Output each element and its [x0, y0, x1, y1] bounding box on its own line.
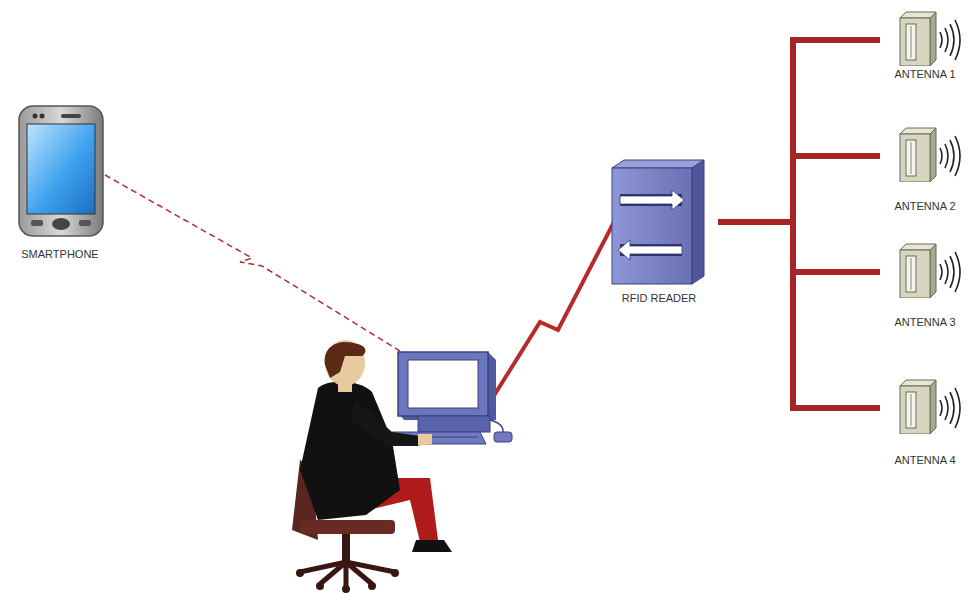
antenna-node: ANTENNA 1: [880, 10, 970, 80]
phone-icon: [7, 102, 113, 242]
antenna-cable: [718, 222, 880, 272]
antenna-icon: [896, 10, 970, 66]
node-label: ANTENNA 1: [860, 68, 970, 80]
antenna-icon: [896, 242, 970, 298]
reader-icon: [606, 158, 714, 286]
antenna-icon: [896, 126, 970, 182]
antenna-cable: [718, 222, 880, 408]
node-label: SMARTPHONE: [0, 248, 135, 260]
antenna-icon: [896, 378, 970, 434]
antenna-node: ANTENNA 3: [880, 242, 970, 328]
computer: [386, 352, 512, 444]
node-label: ANTENNA 2: [860, 200, 970, 212]
wireless-link: [105, 175, 408, 356]
node-label: ANTENNA 4: [860, 454, 970, 466]
smartphone-node: SMARTPHONE: [5, 102, 115, 260]
serial-link: [490, 222, 614, 402]
person-illustration: [292, 340, 452, 593]
antenna-node: ANTENNA 4: [880, 378, 970, 466]
node-label: ANTENNA 3: [860, 316, 970, 328]
antenna-node: ANTENNA 2: [880, 126, 970, 212]
node-label: RFID READER: [580, 292, 738, 304]
antenna-cable: [718, 40, 880, 222]
rfid-reader-box: RFID READER: [600, 158, 718, 304]
antenna-cable: [718, 156, 880, 222]
